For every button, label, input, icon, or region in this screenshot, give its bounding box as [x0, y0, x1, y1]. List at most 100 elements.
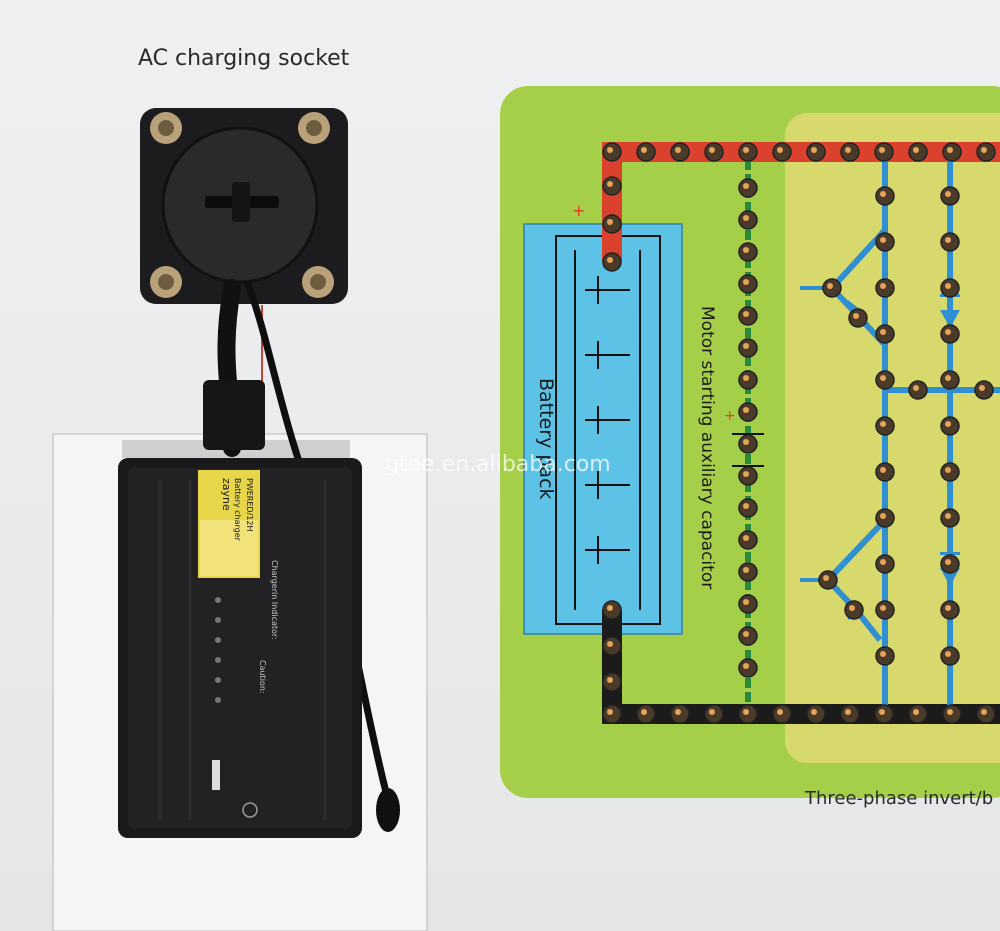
led-highlight [945, 329, 951, 335]
led-highlight [913, 147, 919, 153]
led-highlight [913, 385, 919, 391]
ce-mark-icon [242, 802, 258, 818]
led-highlight [945, 375, 951, 381]
led-highlight [607, 257, 613, 263]
led-highlight [743, 535, 749, 541]
charger-sticker-line1: Battery charger [233, 478, 242, 542]
led-highlight [880, 559, 886, 565]
led-highlight [981, 709, 987, 715]
led-highlight [880, 513, 886, 519]
led-highlight [743, 343, 749, 349]
led-highlight [675, 147, 681, 153]
led-highlight [945, 513, 951, 519]
led-highlight [849, 605, 855, 611]
led-highlight [945, 605, 951, 611]
led-highlight [743, 183, 749, 189]
three-phase-label: Three-phase invert/b [805, 788, 994, 809]
led-highlight [853, 313, 859, 319]
led-highlight [880, 421, 886, 427]
led-highlight [607, 147, 613, 153]
led-highlight [641, 147, 647, 153]
screw-icon [150, 112, 182, 144]
screw-icon [150, 266, 182, 298]
led-highlight [845, 709, 851, 715]
battery-plus-sign: + [572, 201, 585, 220]
led-highlight [607, 181, 613, 187]
led-highlight [811, 147, 817, 153]
led-highlight [945, 237, 951, 243]
charger-caution-text: Caution: [258, 660, 267, 694]
led-indicator-icon [215, 597, 221, 703]
led-highlight [880, 375, 886, 381]
led-highlight [743, 215, 749, 221]
cable-end [376, 788, 400, 832]
battery-charger [118, 458, 362, 838]
charger-brand: zayne [220, 478, 233, 511]
charger-indicator-text: Chargerin Indicator: [270, 560, 279, 640]
led-highlight [743, 471, 749, 477]
barcode-label [212, 760, 220, 790]
diode-icon [940, 552, 960, 586]
watermark: gtee.en.alibaba.com [385, 452, 611, 477]
led-highlight [947, 147, 953, 153]
led-highlight [947, 709, 953, 715]
led-highlight [709, 147, 715, 153]
led-highlight [845, 147, 851, 153]
battery-pack [523, 223, 683, 635]
led-highlight [827, 283, 833, 289]
led-highlight [607, 605, 613, 611]
led-highlight [880, 467, 886, 473]
led-highlight [607, 219, 613, 225]
led-highlight [743, 709, 749, 715]
led-highlight [879, 709, 885, 715]
battery-cell-symbols [574, 250, 641, 610]
led-highlight [743, 311, 749, 317]
inverter-section [785, 113, 1000, 763]
capacitor-plus-sign: + [724, 408, 736, 424]
led-highlight [777, 709, 783, 715]
led-highlight [743, 599, 749, 605]
led-highlight [743, 631, 749, 637]
led-highlight [709, 709, 715, 715]
led-highlight [880, 191, 886, 197]
led-highlight [743, 663, 749, 669]
led-highlight [880, 651, 886, 657]
led-highlight [743, 503, 749, 509]
led-highlight [743, 279, 749, 285]
charger-sticker-line2: PWERED/12H [245, 478, 254, 531]
led-highlight [945, 467, 951, 473]
led-highlight [945, 421, 951, 427]
screw-icon [298, 112, 330, 144]
led-highlight [743, 375, 749, 381]
led-highlight [945, 191, 951, 197]
led-highlight [777, 147, 783, 153]
led-highlight [607, 677, 613, 683]
led-highlight [743, 147, 749, 153]
power-plug [203, 380, 265, 450]
ac-charging-socket-label: AC charging socket [138, 46, 350, 71]
led-highlight [743, 439, 749, 445]
led-highlight [880, 329, 886, 335]
capacitor-label: Motor starting auxiliary capacitor [697, 306, 717, 589]
led-highlight [641, 709, 647, 715]
led-highlight [913, 709, 919, 715]
led-highlight [823, 575, 829, 581]
led-highlight [945, 559, 951, 565]
battery-pack-label: Battery pack [535, 378, 557, 500]
led-highlight [945, 651, 951, 657]
led-highlight [607, 709, 613, 715]
led-highlight [880, 283, 886, 289]
led-dot-group [602, 142, 996, 724]
led-highlight [979, 385, 985, 391]
led-highlight [880, 237, 886, 243]
led-highlight [879, 147, 885, 153]
led-highlight [743, 567, 749, 573]
ac-charging-socket [140, 108, 348, 304]
led-highlight [607, 641, 613, 647]
led-highlight [981, 147, 987, 153]
led-highlight [880, 605, 886, 611]
led-highlight [675, 709, 681, 715]
screw-icon [302, 266, 334, 298]
